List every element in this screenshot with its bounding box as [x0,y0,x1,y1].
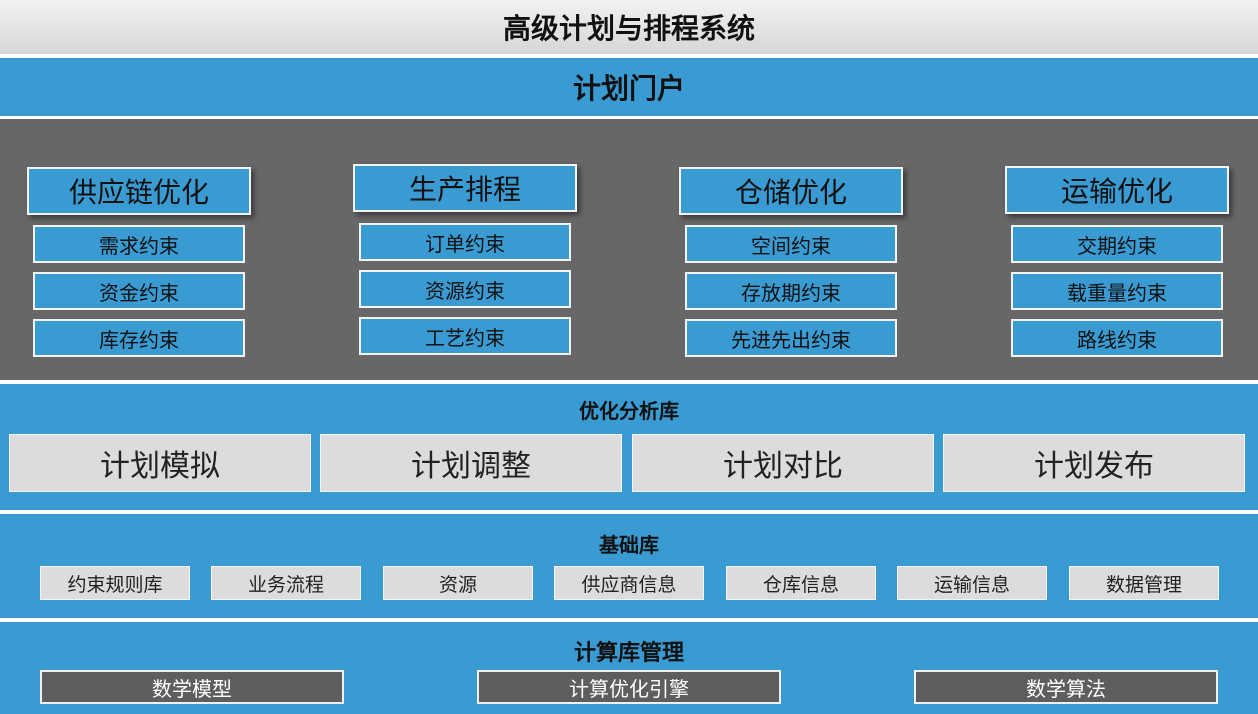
section-title: 优化分析库 [579,399,679,423]
constraint-item: 交期约束 [1011,225,1223,263]
analysis-item: 计划调整 [320,434,622,492]
constraint-item: 存放期约束 [685,272,897,310]
module-title: 生产排程 [353,164,577,212]
module-title: 供应链优化 [27,167,251,215]
constraint-item: 先进先出约束 [685,319,897,357]
optimization-modules-panel: 供应链优化 需求约束 资金约束 库存约束 生产排程 订单约束 资源约束 工艺约束… [0,119,1258,380]
constraint-item: 工艺约束 [359,317,571,355]
base-item: 仓库信息 [726,566,876,600]
compute-item: 数学算法 [914,670,1218,704]
constraint-item: 空间约束 [685,225,897,263]
base-library: 基础库 约束规则库 业务流程 资源 供应商信息 仓库信息 运输信息 数据管理 [0,514,1258,618]
constraint-item: 库存约束 [33,319,245,357]
constraint-item: 需求约束 [33,225,245,263]
constraint-item: 订单约束 [359,223,571,261]
compute-library-management: 计算库管理 数学模型 计算优化引擎 数学算法 [0,622,1258,714]
section-title: 基础库 [599,533,659,557]
system-title: 高级计划与排程系统 [0,0,1258,54]
base-item: 供应商信息 [554,566,704,600]
constraint-item: 路线约束 [1011,319,1223,357]
compute-item: 数学模型 [40,670,344,704]
module-title: 仓储优化 [679,167,903,215]
constraint-item: 资金约束 [33,272,245,310]
base-item: 约束规则库 [40,566,190,600]
analysis-item: 计划对比 [632,434,934,492]
base-item: 业务流程 [211,566,361,600]
optimization-analysis-library: 优化分析库 计划模拟 计划调整 计划对比 计划发布 [0,384,1258,510]
base-item: 数据管理 [1069,566,1219,600]
planning-portal: 计划门户 [0,58,1258,116]
base-item: 运输信息 [897,566,1047,600]
constraint-item: 资源约束 [359,270,571,308]
module-title: 运输优化 [1005,166,1229,214]
constraint-item: 载重量约束 [1011,272,1223,310]
base-item: 资源 [383,566,533,600]
compute-item: 计算优化引擎 [477,670,781,704]
analysis-item: 计划发布 [943,434,1245,492]
section-title: 计算库管理 [573,641,684,666]
analysis-item: 计划模拟 [9,434,311,492]
